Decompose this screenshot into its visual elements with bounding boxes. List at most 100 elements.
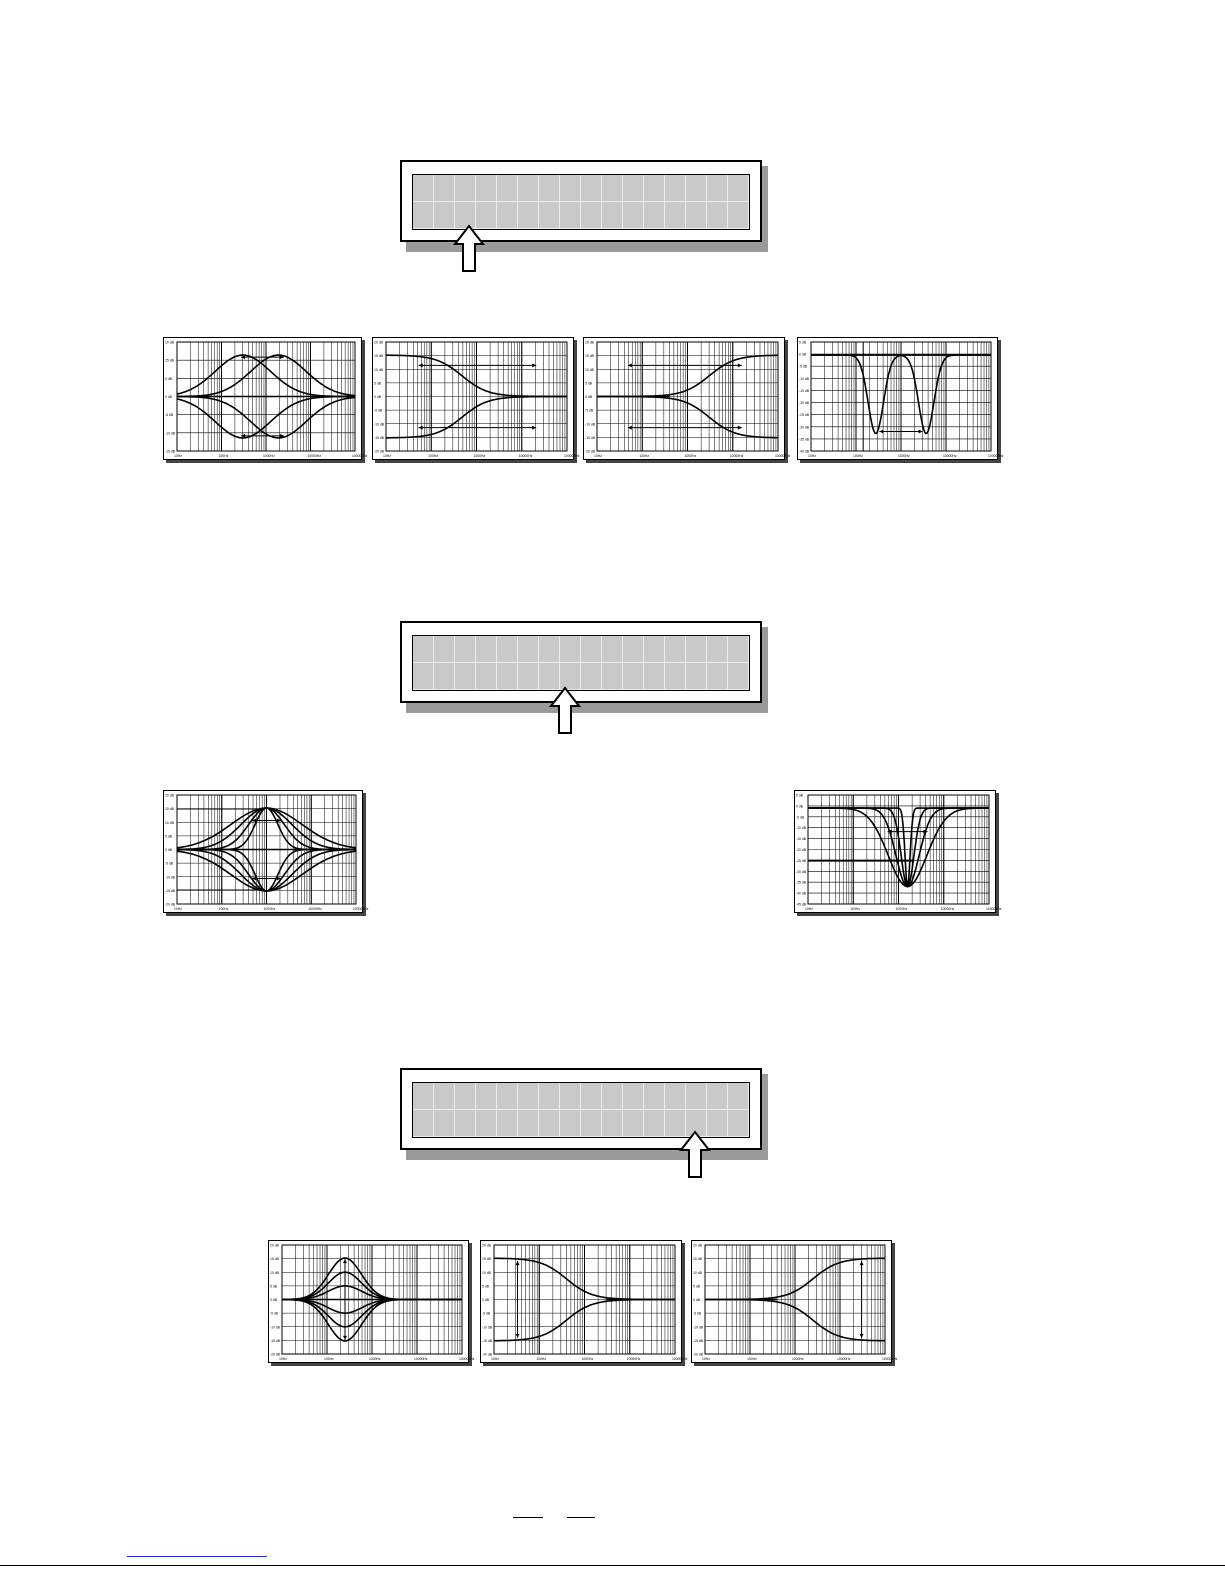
x-tick-label: 1000Hz — [898, 454, 910, 458]
y-tick-label: -15 dB — [796, 837, 807, 841]
x-tick-label: 10000Hz — [308, 907, 322, 911]
y-tick-label: 15 dB — [585, 354, 595, 358]
y-tick-label: 0 dB — [482, 1298, 490, 1302]
lcd-cell — [581, 1110, 602, 1137]
y-tick-label: -10 dB — [165, 431, 176, 435]
lcd-frame — [400, 621, 762, 703]
x-tick-label: 100000Hz — [459, 1357, 475, 1361]
y-tick-label: 10 dB — [165, 341, 175, 345]
y-tick-label: -15 dB — [165, 450, 176, 454]
lcd-cell — [434, 175, 455, 202]
x-tick-label: 10Hz — [174, 454, 182, 458]
lcd-cell — [728, 202, 749, 229]
footer-dash-left — [513, 1517, 543, 1518]
x-tick-label: 10Hz — [594, 454, 602, 458]
y-tick-label: -15 dB — [165, 889, 176, 893]
lcd-cell — [581, 663, 602, 690]
y-tick-label: 5 dB — [374, 381, 382, 385]
lcd-cell — [560, 663, 581, 690]
lcd-cell — [686, 1083, 707, 1110]
lcd-cell — [602, 202, 623, 229]
lcd-cell — [497, 1083, 518, 1110]
response-curves — [282, 1257, 462, 1342]
lcd-cell — [518, 175, 539, 202]
x-tick-label: 10000Hz — [414, 1357, 428, 1361]
x-tick-label: 10Hz — [702, 1357, 710, 1361]
lcd-cell — [539, 202, 560, 229]
x-tick-label: 10Hz — [808, 454, 816, 458]
y-tick-label: -10 dB — [482, 1325, 493, 1329]
y-tick-label: 0 dB — [165, 395, 173, 399]
lcd-cell — [644, 663, 665, 690]
lcd-cell — [476, 1110, 497, 1137]
lcd-cell — [497, 1110, 518, 1137]
x-tick-label: 10000Hz — [943, 454, 957, 458]
y-tick-label: -5 dB — [693, 1312, 702, 1316]
y-tick-label: 0 dB — [165, 848, 173, 852]
lcd-glass — [412, 174, 750, 230]
lcd-cell — [686, 636, 707, 663]
y-tick-label: -20 dB — [374, 450, 385, 454]
y-tick-label: 15 dB — [165, 807, 175, 811]
y-tick-label: -10 dB — [796, 826, 807, 830]
y-tick-label: -15 dB — [693, 1339, 704, 1343]
lcd-cell — [476, 175, 497, 202]
lcd-cell — [455, 175, 476, 202]
lcd-cell — [665, 175, 686, 202]
y-tick-label: 10 dB — [482, 1271, 492, 1275]
pointer-up-arrow-2 — [548, 686, 582, 734]
x-tick-label: 100Hz — [747, 1357, 757, 1361]
x-tick-label: 1000Hz — [685, 454, 697, 458]
x-tick-label: 100Hz — [219, 907, 229, 911]
response-curves — [811, 342, 991, 451]
y-tick-label: 10 dB — [165, 821, 175, 825]
x-tick-label: 10000Hz — [627, 1357, 641, 1361]
footer-link-underline[interactable] — [127, 1556, 267, 1557]
lcd-cell — [518, 636, 539, 663]
lcd-cell — [518, 663, 539, 690]
y-tick-label: 20 dB — [585, 341, 595, 345]
x-tick-label: 10Hz — [491, 1357, 499, 1361]
y-tick-label: 20 dB — [374, 341, 384, 345]
lcd-cell — [728, 1083, 749, 1110]
lcd-cell — [455, 202, 476, 229]
lcd-cell — [644, 636, 665, 663]
y-tick-label: -35 dB — [799, 437, 810, 441]
x-tick-label: 10Hz — [174, 907, 182, 911]
graph-svg: 5 dB0 dB-5 dB-10 dB-15 dB-20 dB-25 dB-30… — [797, 337, 1004, 463]
lcd-cell — [434, 1110, 455, 1137]
lcd-glass — [412, 1082, 750, 1138]
lcd-cell — [623, 1110, 644, 1137]
lcd-cell — [497, 202, 518, 229]
lcd-cell — [686, 202, 707, 229]
lcd-cell — [476, 636, 497, 663]
lcd-cell — [707, 1083, 728, 1110]
lcd-cell — [686, 663, 707, 690]
lcd-cell — [560, 1110, 581, 1137]
y-tick-label: -5 dB — [165, 413, 174, 417]
lcd-cell — [455, 636, 476, 663]
y-tick-label: 5 dB — [482, 1284, 490, 1288]
lcd-cell — [623, 636, 644, 663]
y-tick-label: -40 dB — [796, 892, 807, 896]
y-tick-label: -25 dB — [799, 413, 810, 417]
lcd-cell — [476, 202, 497, 229]
lcd-cell — [644, 202, 665, 229]
y-tick-label: -15 dB — [585, 436, 596, 440]
x-tick-label: 100Hz — [536, 1357, 546, 1361]
y-tick-label: -5 dB — [482, 1312, 491, 1316]
x-tick-label: 10000Hz — [837, 1357, 851, 1361]
y-tick-label: 20 dB — [482, 1244, 492, 1248]
lcd-cell — [623, 202, 644, 229]
lcd-cell — [623, 175, 644, 202]
x-tick-label: 10000Hz — [730, 454, 744, 458]
lcd-cell — [434, 636, 455, 663]
response-curves — [705, 1257, 886, 1342]
